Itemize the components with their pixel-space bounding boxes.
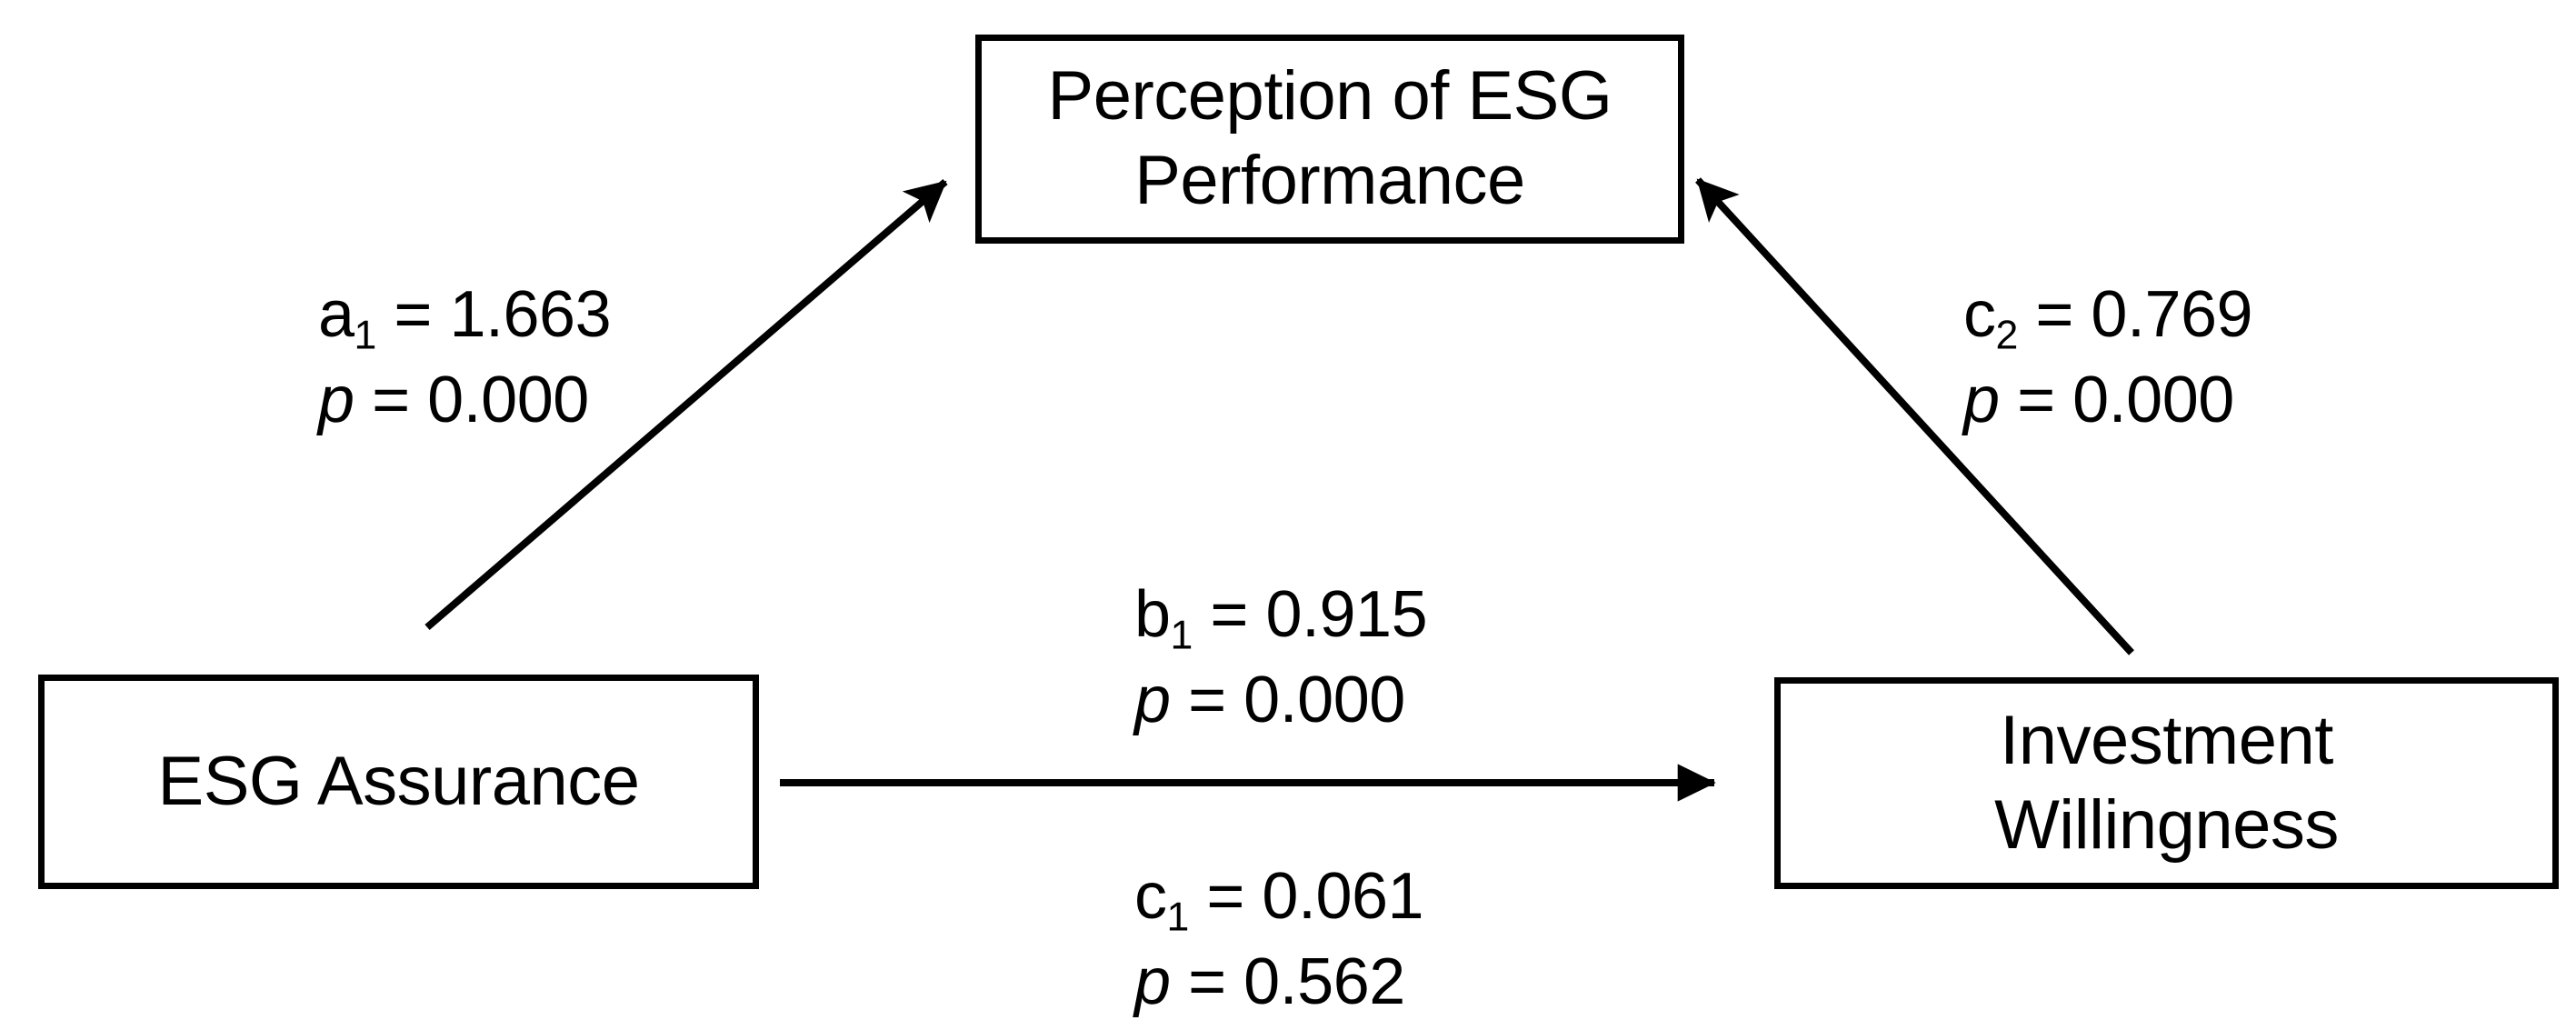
path-a1-p-value: = 0.000 xyxy=(372,363,589,436)
path-c1-p-value: = 0.562 xyxy=(1188,945,1405,1018)
path-c2-p-value: = 0.000 xyxy=(2017,363,2234,436)
path-c2-subscript: 2 xyxy=(1995,313,2019,358)
path-b1-coefficient: b1 = 0.915 xyxy=(1134,573,1428,658)
path-b1-value: = 0.915 xyxy=(1210,578,1428,651)
path-c2-value: = 0.769 xyxy=(2035,278,2253,351)
path-a1-coefficient: a1 = 1.663 xyxy=(318,273,612,358)
path-a1-subscript: 1 xyxy=(354,313,377,358)
path-b1-pvalue: p = 0.000 xyxy=(1134,658,1427,744)
path-c1-symbol: c xyxy=(1134,860,1167,933)
path-b1-p-symbol: p xyxy=(1134,663,1171,736)
path-a1-pvalue: p = 0.000 xyxy=(318,358,611,444)
path-b1-symbol: b xyxy=(1134,578,1171,651)
path-label-c2: c2 = 0.769 p = 0.000 xyxy=(1963,273,2253,444)
path-c2-symbol: c xyxy=(1963,278,1996,351)
path-a1-symbol: a xyxy=(318,278,354,351)
path-c2-p-symbol: p xyxy=(1963,363,2000,436)
node-esg-assurance[interactable]: ESG Assurance xyxy=(38,675,759,889)
path-c1-value: = 0.061 xyxy=(1206,860,1424,933)
node-investment-willingness[interactable]: Investment Willingness xyxy=(1774,677,2559,889)
path-c2-coefficient: c2 = 0.769 xyxy=(1963,273,2253,358)
path-c1-pvalue: p = 0.562 xyxy=(1134,940,1423,1020)
path-label-c1: c1 = 0.061 p = 0.562 xyxy=(1134,855,1424,1020)
path-b1-p-value: = 0.000 xyxy=(1188,663,1405,736)
node-perception-of-esg-performance[interactable]: Perception of ESG Performance xyxy=(975,35,1684,244)
path-b1-subscript: 1 xyxy=(1170,613,1193,658)
path-c1-p-symbol: p xyxy=(1134,945,1171,1018)
path-label-b1: b1 = 0.915 p = 0.000 xyxy=(1134,573,1428,744)
path-a1-p-symbol: p xyxy=(318,363,354,436)
path-c1-coefficient: c1 = 0.061 xyxy=(1134,855,1424,940)
path-label-a1: a1 = 1.663 p = 0.000 xyxy=(318,273,612,444)
path-c2-pvalue: p = 0.000 xyxy=(1963,358,2252,444)
node-perception-label: Perception of ESG Performance xyxy=(1047,57,1612,219)
path-c1-subscript: 1 xyxy=(1166,895,1190,940)
path-a1-value: = 1.663 xyxy=(394,278,612,351)
node-investment-willingness-label: Investment Willingness xyxy=(1994,701,2339,864)
node-esg-assurance-label: ESG Assurance xyxy=(157,742,641,820)
